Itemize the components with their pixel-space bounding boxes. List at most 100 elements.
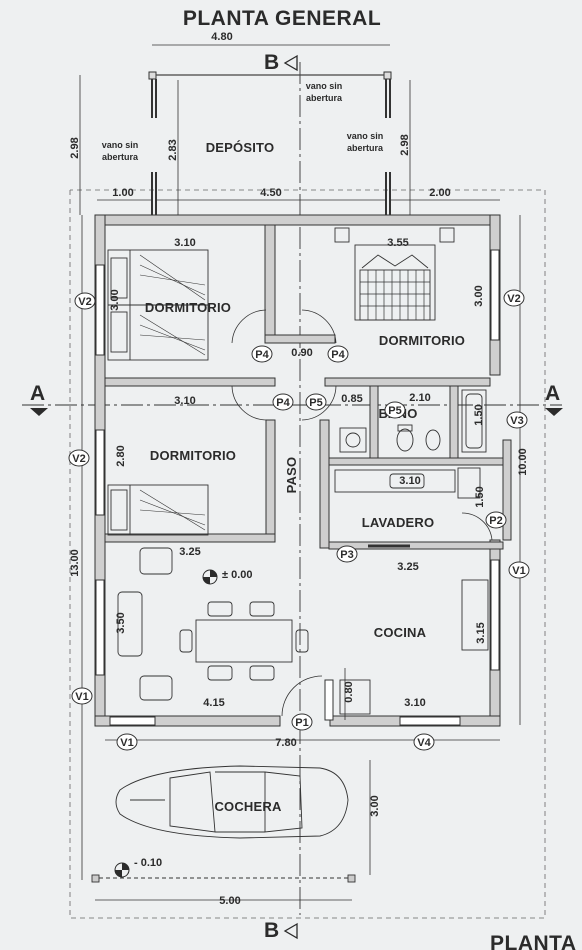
svg-text:abertura: abertura: [102, 152, 139, 162]
svg-text:vano sin: vano sin: [347, 131, 384, 141]
dim-level-garage: - 0.10: [134, 857, 162, 869]
tag-v3: V3: [506, 411, 528, 429]
tag-p4-hall: P4: [272, 393, 294, 411]
tag-v1-right: V1: [508, 561, 530, 579]
dim-living-depth: 3.50: [115, 612, 127, 633]
dim-dorm3-depth: 2.80: [115, 445, 127, 466]
dim-dorm2-width: 3.55: [387, 237, 408, 249]
dim-overall-height: 13.00: [69, 549, 81, 577]
tag-p3: P3: [336, 545, 358, 563]
dim-dorm1-width: 3.10: [174, 237, 195, 249]
dim-left-offset: 1.00: [112, 187, 133, 199]
living-furniture: [117, 547, 309, 701]
doors: [231, 309, 493, 717]
svg-text:vano sin: vano sin: [306, 81, 343, 91]
tag-p2: P2: [485, 511, 507, 529]
svg-text:V2: V2: [72, 453, 85, 465]
car: [115, 765, 349, 839]
svg-text:B: B: [264, 919, 280, 942]
svg-text:P1: P1: [295, 717, 308, 729]
svg-text:P4: P4: [276, 397, 290, 409]
tag-p5-hall: P5: [305, 393, 327, 411]
bed-dormitorio-2: [334, 227, 455, 321]
plan-title: PLANTA GENERAL: [183, 7, 381, 30]
svg-text:P5: P5: [309, 397, 322, 409]
dim-dorm2-depth: 3.00: [473, 285, 485, 306]
svg-text:P3: P3: [340, 549, 353, 561]
svg-text:abertura: abertura: [347, 143, 384, 153]
room-label-cocina: COCINA: [374, 625, 427, 640]
tag-v2-upper-left: V2: [74, 292, 96, 310]
dim-left-height: 2.98: [69, 137, 81, 158]
tag-p1: P1: [291, 713, 313, 731]
dim-hall-width: 3.10: [174, 395, 195, 407]
tag-v1-bottom: V1: [116, 733, 138, 751]
svg-text:V2: V2: [78, 296, 91, 308]
room-label-dormitorio-2: DORMITORIO: [379, 333, 465, 348]
room-label-dormitorio-1: DORMITORIO: [145, 300, 231, 315]
dim-right-height-total: 10.00: [517, 448, 529, 476]
section-marker-b-bottom: B: [264, 919, 298, 942]
section-marker-b-top: B: [264, 51, 298, 74]
svg-text:V1: V1: [75, 691, 88, 703]
svg-text:V1: V1: [120, 737, 133, 749]
svg-text:P4: P4: [331, 349, 345, 361]
room-label-paso: PASO: [284, 457, 299, 494]
dim-deposito-height: 2.83: [167, 139, 179, 160]
section-marker-a-right: A: [545, 382, 563, 416]
tag-v2-right: V2: [503, 289, 525, 307]
exterior-walls: [94, 214, 512, 727]
svg-text:V4: V4: [417, 737, 431, 749]
tag-p5-bath: P5: [384, 401, 406, 419]
interior-walls: [104, 224, 504, 550]
dim-door-width: 0.90: [291, 347, 312, 359]
svg-text:P2: P2: [489, 515, 502, 527]
level-marker-garage: [114, 862, 130, 878]
svg-text:abertura: abertura: [306, 93, 343, 103]
svg-text:V1: V1: [512, 565, 525, 577]
svg-text:A: A: [30, 382, 46, 405]
dim-right-offset: 2.00: [429, 187, 450, 199]
svg-text:V2: V2: [507, 293, 520, 305]
dim-kitchen-width: 3.25: [397, 561, 418, 573]
kitchen-fixtures: [339, 579, 489, 715]
dim-bath-depth: 1.50: [473, 404, 485, 425]
dim-kitchen-depth: 3.15: [475, 622, 487, 643]
room-label-dormitorio-3: DORMITORIO: [150, 448, 236, 463]
level-marker-main: [202, 569, 218, 585]
tag-v1-left: V1: [71, 687, 93, 705]
laundry-fixtures: [334, 467, 481, 499]
tag-p4-right: P4: [327, 345, 349, 363]
bed-dormitorio-1: [107, 249, 209, 361]
dim-dorm1-depth: 3.00: [109, 289, 121, 310]
dim-garage-width: 5.00: [219, 895, 240, 907]
garage: [91, 874, 356, 883]
dim-laundry-depth: 1.50: [474, 486, 486, 507]
tag-p4-left: P4: [251, 345, 273, 363]
room-label-lavadero: LAVADERO: [362, 515, 435, 530]
tag-v4: V4: [413, 733, 435, 751]
room-label-cochera: COCHERA: [214, 799, 282, 814]
dim-right-height: 2.98: [399, 134, 411, 155]
windows: [95, 249, 500, 726]
dim-kitchen-bottom: 3.10: [404, 697, 425, 709]
svg-text:B: B: [264, 51, 280, 74]
opening-label-top: vano sin abertura: [306, 81, 343, 103]
section-marker-a-left: A: [30, 382, 48, 416]
opening-label-left: vano sin abertura: [102, 140, 139, 162]
svg-text:V3: V3: [510, 415, 523, 427]
tag-v2-lower-left: V2: [68, 449, 90, 467]
dim-center-offset: 4.50: [260, 187, 281, 199]
svg-text:P5: P5: [388, 405, 401, 417]
dim-bath-width: 2.10: [409, 392, 430, 404]
dim-window-height: 0.80: [343, 681, 355, 702]
dim-top-width: 4.80: [211, 31, 232, 43]
bathroom-fixtures: [339, 389, 487, 453]
room-label-deposito: DEPÓSITO: [206, 140, 275, 155]
dim-level-main: ± 0.00: [222, 569, 253, 581]
dim-laundry-width: 3.10: [399, 475, 420, 487]
svg-text:A: A: [545, 382, 561, 405]
dim-living-bottom: 4.15: [203, 697, 224, 709]
footer-text: PLANTA: [490, 932, 577, 950]
